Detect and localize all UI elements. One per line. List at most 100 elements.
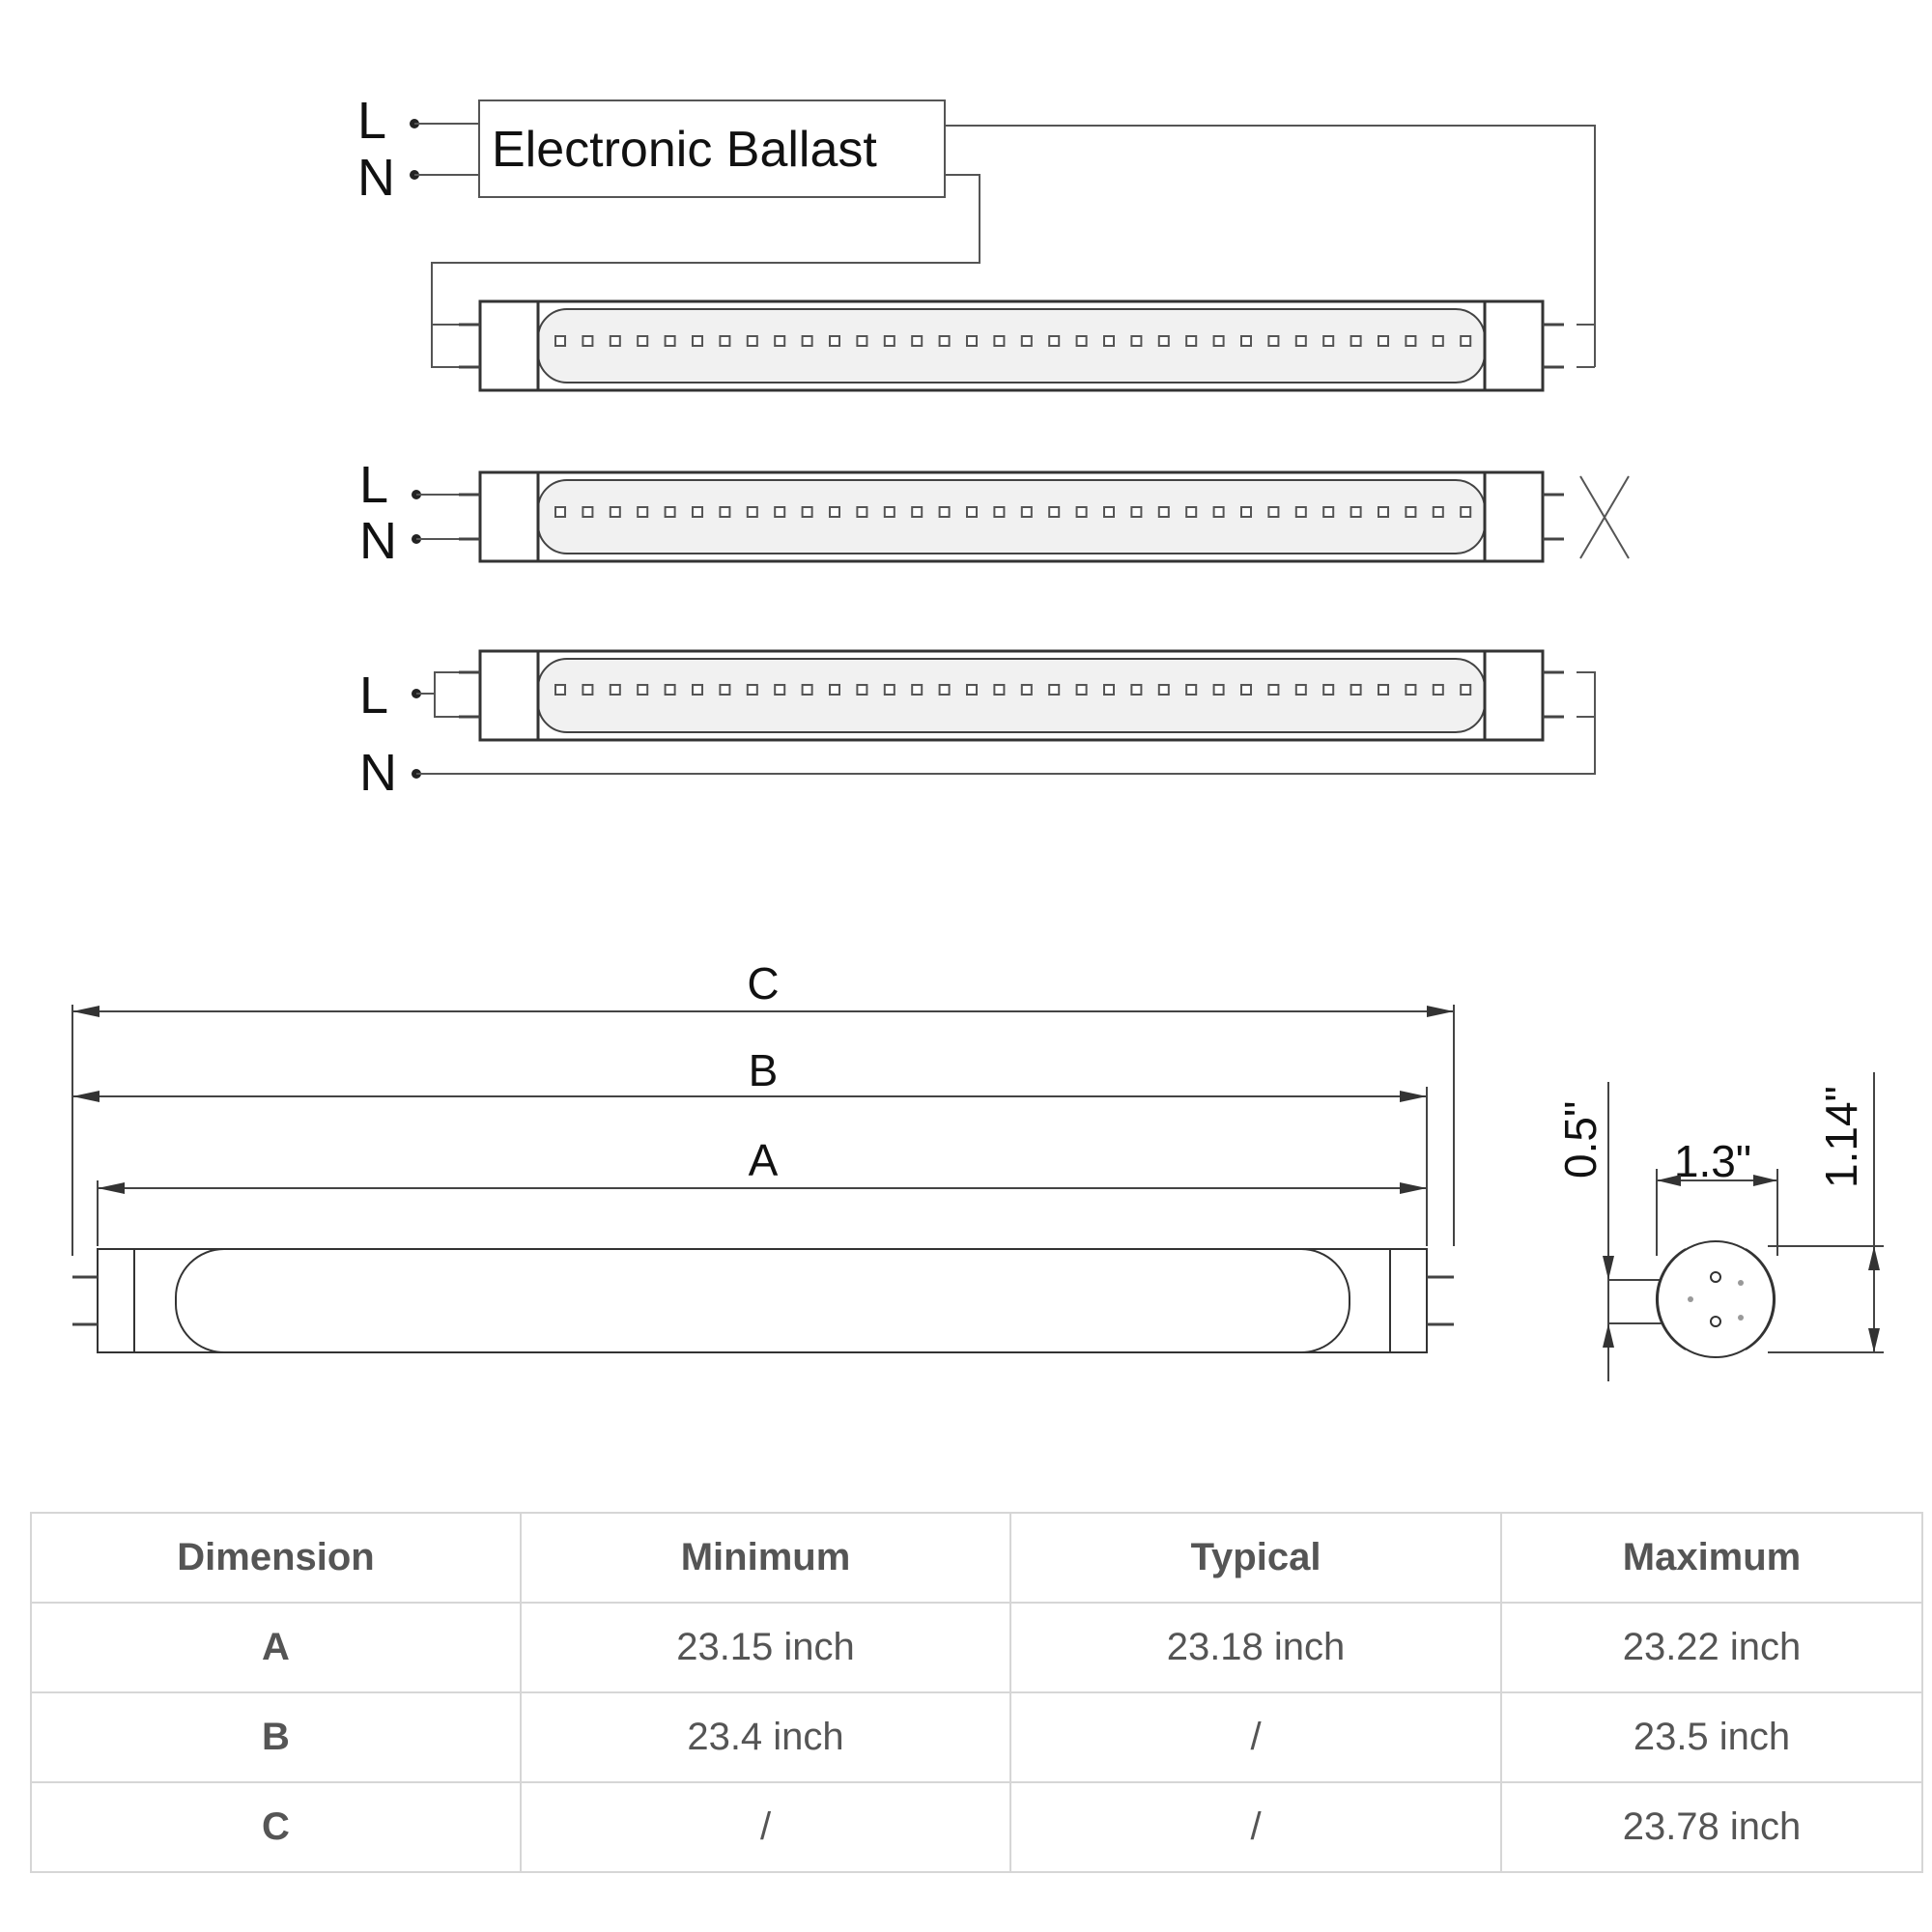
led-chip [829, 335, 840, 347]
wiring-ballast: L N Electronic Ballast [357, 92, 1596, 392]
led-chip [1020, 335, 1033, 347]
led-chip [1350, 335, 1362, 347]
led-chip [554, 684, 566, 696]
led-chip [692, 506, 703, 518]
no-connection-cross-icon [1579, 475, 1630, 559]
led-chip [1020, 684, 1033, 696]
led-chip [993, 506, 1006, 518]
led-chip [664, 684, 676, 696]
end-width-label: 1.3" [1674, 1136, 1751, 1186]
ballast-label: Electronic Ballast [492, 122, 877, 178]
led-chip [1294, 506, 1307, 518]
led-chip [609, 684, 621, 696]
led-chip [1432, 506, 1444, 518]
end-height-label: 0.5" [1555, 1101, 1605, 1179]
led-tube-3 [459, 649, 1564, 742]
led-chip [582, 506, 594, 518]
header-maximum: Maximum [1500, 1512, 1923, 1604]
dimension-a-label: A [749, 1135, 779, 1185]
led-chip [1048, 335, 1061, 347]
led-chip [746, 506, 758, 518]
led-chip [692, 335, 703, 347]
led-chip [1405, 335, 1417, 347]
led-chip [856, 684, 868, 696]
led-chip [664, 506, 676, 518]
led-chip [1212, 335, 1225, 347]
led-chip [1185, 684, 1198, 696]
led-chip [774, 335, 786, 347]
dimension-end-view: 0.5" 1.3" 1.14" [1555, 1072, 1884, 1381]
led-chip [554, 335, 566, 347]
header-dimension: Dimension [30, 1512, 522, 1604]
led-chip [692, 684, 703, 696]
led-chip [993, 335, 1006, 347]
table-row: B 23.4 inch / 23.5 inch [30, 1691, 1923, 1783]
led-chip [1212, 684, 1225, 696]
neutral-label: N [359, 512, 397, 570]
led-chip [1075, 506, 1088, 518]
led-chip [966, 335, 978, 347]
led-chip [637, 335, 649, 347]
led-chip [966, 684, 978, 696]
led-chip [1157, 684, 1170, 696]
table-cell: / [520, 1781, 1011, 1873]
table-cell: 23.5 inch [1500, 1691, 1923, 1783]
led-chip [993, 684, 1006, 696]
table-header-row: Dimension Minimum Typical Maximum [30, 1512, 1923, 1604]
led-chip [883, 335, 895, 347]
ballast-box [478, 99, 946, 198]
led-chip [938, 684, 951, 696]
led-chip [938, 506, 951, 518]
line-label: L [359, 456, 388, 514]
led-chip [719, 684, 731, 696]
wiring-double-end: L N [359, 649, 1596, 802]
led-chip [1350, 506, 1362, 518]
led-chip [1378, 506, 1389, 518]
led-chip [856, 506, 868, 518]
led-row [554, 684, 1472, 696]
led-chip [719, 335, 731, 347]
led-chip [1460, 506, 1472, 518]
table-cell: 23.4 inch [520, 1691, 1011, 1783]
line-label: L [359, 667, 388, 724]
table-row: C / / 23.78 inch [30, 1781, 1923, 1873]
dimension-c-label: C [747, 958, 779, 1009]
led-chip [1294, 684, 1307, 696]
led-chip [1103, 335, 1115, 347]
table-cell: 23.15 inch [520, 1602, 1011, 1693]
led-chip [1157, 335, 1170, 347]
led-chip [911, 684, 923, 696]
led-chip [938, 335, 951, 347]
led-chip [637, 684, 649, 696]
led-chip [801, 684, 813, 696]
led-chip [801, 506, 813, 518]
led-chip [966, 506, 978, 518]
led-chip [554, 506, 566, 518]
table-cell: / [1009, 1781, 1502, 1873]
table-cell: 23.18 inch [1009, 1602, 1502, 1693]
led-chip [582, 335, 594, 347]
table-cell: C [30, 1781, 522, 1873]
led-chip [774, 684, 786, 696]
header-minimum: Minimum [520, 1512, 1011, 1604]
led-chip [637, 506, 649, 518]
led-chip [746, 335, 758, 347]
led-row [554, 335, 1472, 347]
led-chip [801, 335, 813, 347]
led-chip [1405, 684, 1417, 696]
led-chip [883, 684, 895, 696]
table-row: A 23.15 inch 23.18 inch 23.22 inch [30, 1602, 1923, 1693]
led-chip [1350, 684, 1362, 696]
table-cell: 23.22 inch [1500, 1602, 1923, 1693]
led-chip [1460, 684, 1472, 696]
header-typical: Typical [1009, 1512, 1502, 1604]
table-cell: A [30, 1602, 522, 1693]
neutral-label: N [359, 744, 397, 802]
line-label: L [357, 92, 386, 150]
led-chip [1240, 335, 1252, 347]
neutral-label: N [357, 149, 395, 207]
led-chip [1130, 684, 1143, 696]
dimension-side-view: C B A [71, 958, 1455, 1353]
led-tube-1 [459, 299, 1564, 392]
led-chip [1185, 335, 1198, 347]
